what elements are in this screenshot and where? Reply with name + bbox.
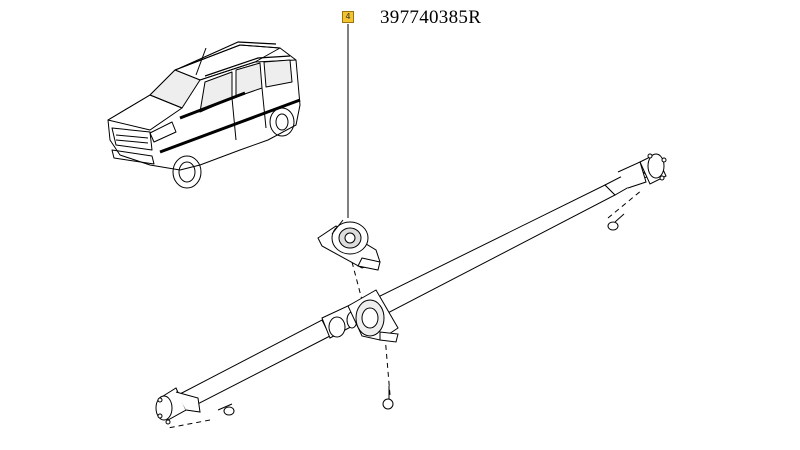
bolt-front <box>217 403 235 416</box>
callout-number-badge: 4 <box>342 11 354 23</box>
propeller-shaft-icon <box>155 153 667 425</box>
center-bearing-icon <box>317 219 381 271</box>
part-number-label: 397740385R <box>380 7 482 28</box>
bolt-rear <box>607 213 625 231</box>
suv-vehicle-icon <box>107 41 301 189</box>
bolt-icon <box>217 213 625 416</box>
bolt-center <box>382 386 394 410</box>
assembly-guide-lines <box>167 189 643 429</box>
